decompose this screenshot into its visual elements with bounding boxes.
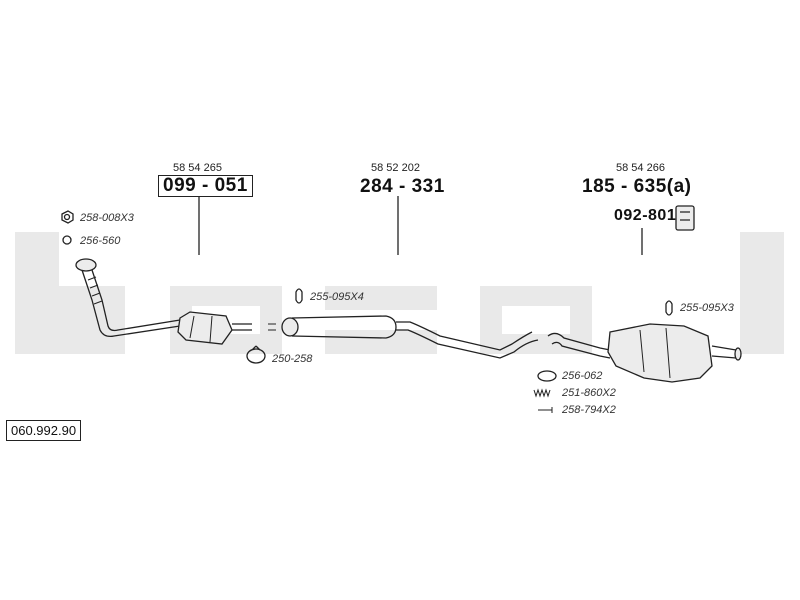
front-part-number[interactable]: 099 - 051	[158, 175, 253, 197]
mount-part-number[interactable]: 092-801	[614, 207, 677, 224]
seal-icon	[537, 370, 557, 382]
rear-part-number[interactable]: 185 - 635(a)	[582, 176, 692, 197]
middle-oe-number: 58 52 202	[371, 162, 420, 174]
catalog-number: 060.992.90	[6, 420, 82, 441]
spring-icon	[533, 388, 551, 398]
gasket-ring-label[interactable]: 256-560	[80, 235, 121, 247]
rubber-mount-part	[675, 205, 695, 231]
bolt-icon	[538, 407, 553, 413]
clamp-ring-icon	[246, 345, 266, 364]
bolt-label[interactable]: 258-794X2	[562, 404, 616, 416]
spring-label[interactable]: 251-860X2	[562, 387, 616, 399]
rear-oe-number: 58 54 266	[616, 162, 665, 174]
clamp-ring-label[interactable]: 250-258	[272, 353, 313, 365]
clamp-front-icon	[295, 288, 303, 304]
nut-icon	[61, 210, 74, 224]
rear-silencer-part	[547, 323, 742, 383]
gasket-ring-icon	[62, 235, 72, 245]
seal-label[interactable]: 256-062	[562, 370, 603, 382]
clamp-front-label[interactable]: 255-095X4	[310, 291, 364, 303]
clamp-rear-icon	[665, 300, 673, 316]
front-oe-number: 58 54 265	[173, 162, 222, 174]
nut-label[interactable]: 258-008X3	[80, 212, 134, 224]
middle-pipe-part	[268, 315, 539, 359]
clamp-rear-label[interactable]: 255-095X3	[680, 302, 734, 314]
front-pipe-part	[75, 258, 252, 345]
middle-part-number[interactable]: 284 - 331	[360, 176, 445, 197]
